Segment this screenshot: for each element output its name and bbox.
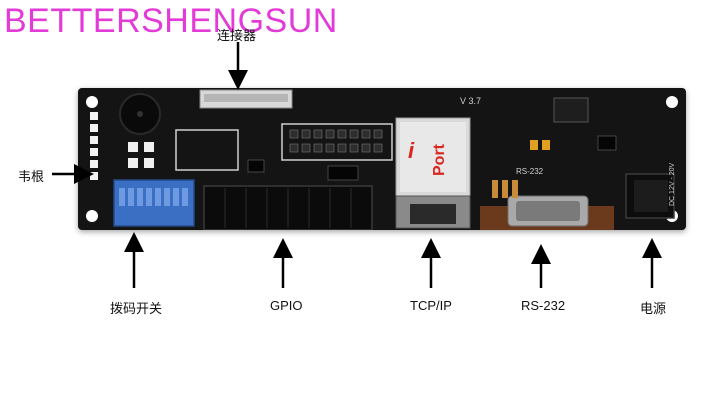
silkscreen-box xyxy=(175,129,239,171)
header-outline xyxy=(281,123,393,161)
dip-switch xyxy=(113,179,195,227)
mounting-hole xyxy=(86,210,98,222)
label-dip-switch: 拨码开关 xyxy=(110,301,163,316)
pcb-board-graphic: i Port RS-232 DC 12V - 20V V 3.7 xyxy=(86,89,678,231)
inductor xyxy=(553,97,589,123)
pin-grid xyxy=(289,129,383,153)
iport-logo-text: Port xyxy=(431,143,448,176)
brand-watermark: BETTERSHENGSUN xyxy=(4,2,338,40)
label-power: 电源 xyxy=(640,301,667,316)
ic-chip xyxy=(597,135,617,151)
db9-pins xyxy=(492,180,518,198)
ic-chip xyxy=(327,165,359,181)
version-mark: V 3.7 xyxy=(460,96,481,106)
capacitor xyxy=(530,140,538,150)
led-pad xyxy=(144,142,154,152)
capacitor xyxy=(542,140,550,150)
dc-silkscreen: DC 12V - 20V xyxy=(669,162,676,206)
label-wiegand: 韦根 xyxy=(18,169,45,184)
dc-power-jack-opening xyxy=(634,180,668,212)
label-rs232: RS-232 xyxy=(521,298,566,313)
label-tcpip: TCP/IP xyxy=(410,298,452,313)
led-pad xyxy=(144,158,154,168)
rj45-opening xyxy=(410,204,456,224)
dip-switch-toggles xyxy=(119,188,188,206)
led-pad xyxy=(128,142,138,152)
ic-chip xyxy=(247,159,265,173)
mounting-hole xyxy=(86,96,98,108)
led-pad xyxy=(128,158,138,168)
iport-logo-i: i xyxy=(408,138,415,163)
rs232-silkscreen: RS-232 xyxy=(516,167,544,176)
pin-header-pads xyxy=(90,112,98,180)
label-connector: 连接器 xyxy=(217,28,257,43)
label-gpio: GPIO xyxy=(270,298,303,313)
mounting-hole xyxy=(666,96,678,108)
ribbon-connector-slot xyxy=(204,94,288,102)
buzzer-center xyxy=(137,111,143,117)
iport-module-label xyxy=(400,122,466,192)
db9-face xyxy=(516,201,580,221)
pcb-board: i Port RS-232 DC 12V - 20V V 3.7 xyxy=(78,88,686,231)
gpio-terminal-dividers xyxy=(224,188,352,228)
